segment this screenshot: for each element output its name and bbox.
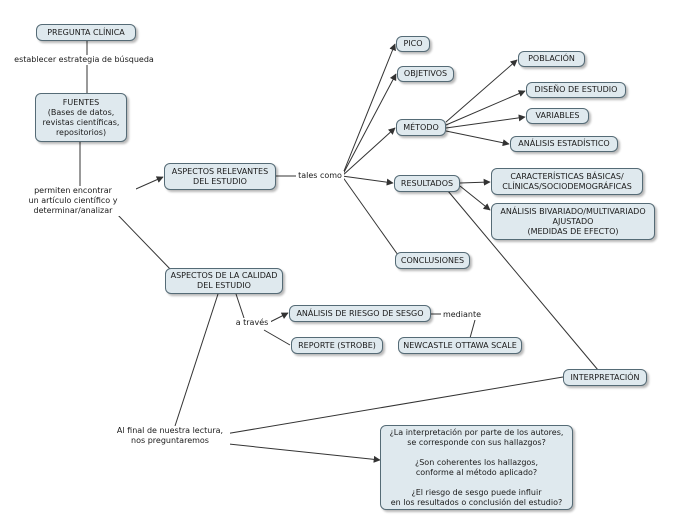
link-tales-conclusiones [341, 175, 399, 256]
node-aspectos-relevantes: ASPECTOS RELEVANTES DEL ESTUDIO [164, 163, 276, 190]
link-metodo-poblacion [445, 59, 518, 123]
link-resultados-interpretacion [447, 190, 599, 371]
link-resultados-caracteristicas [459, 178, 491, 186]
node-pico: PICO [396, 36, 430, 52]
link-tales-resultados [341, 175, 394, 186]
label-a-traves: a través [233, 318, 271, 328]
node-diseno-estudio: DISEÑO DE ESTUDIO [526, 82, 626, 98]
node-reporte-strobe: REPORTE (STROBE) [291, 337, 383, 354]
label-al-final: Al final de nuestra lectura, nos pregunt… [110, 426, 230, 446]
link-mediante-newcastle [469, 319, 476, 339]
node-analisis-estadistico: ANÁLISIS ESTADÍSTICO [510, 136, 618, 152]
link-metodo-diseno [445, 90, 526, 126]
link-alfinal-preguntas [199, 440, 381, 463]
node-poblacion: POBLACIÓN [518, 51, 585, 67]
link-resultados-bivariado [459, 185, 491, 211]
link-calidad-alfinal [174, 293, 219, 427]
label-permiten: permiten encontrar un artículo científic… [10, 186, 136, 216]
link-interpretacion-alfinal [224, 376, 564, 435]
node-analisis-bivariado: ANÁLISIS BIVARIADO/MULTIVARIADO AJUSTADO… [491, 203, 655, 240]
label-tales-como: tales como [296, 171, 344, 181]
link-metodo-analisis [445, 130, 510, 147]
node-metodo: MÉTODO [396, 119, 446, 136]
node-caracteristicas: CARACTERÍSTICAS BÁSICAS/ CLÍNICAS/SOCIOD… [491, 168, 643, 195]
node-conclusiones: CONCLUSIONES [395, 252, 470, 269]
node-variables: VARIABLES [526, 108, 589, 124]
node-interpretacion: INTERPRETACIÓN [563, 369, 647, 386]
link-atraves-reporte [263, 329, 291, 346]
node-aspectos-calidad: ASPECTOS DE LA CALIDAD DEL ESTUDIO [165, 268, 283, 294]
link-calidad-atraves [235, 293, 245, 319]
link-permiten-calidad [114, 211, 173, 272]
link-atraves-riesgo [267, 312, 289, 324]
node-objetivos: OBJETIVOS [397, 66, 454, 82]
node-analisis-riesgo-sesgo: ANÁLISIS DE RIESGO DE SESGO [289, 305, 431, 322]
link-tales-objetivos [341, 73, 397, 177]
link-tales-metodo [341, 127, 396, 177]
node-resultados: RESULTADOS [394, 175, 460, 192]
node-newcastle-ottawa: NEWCASTLE OTTAWA SCALE [398, 337, 522, 354]
node-fuentes: FUENTES (Bases de datos, revistas cientí… [35, 93, 127, 142]
node-pregunta-clinica: PREGUNTA CLÍNICA [36, 24, 136, 41]
node-preguntas-finales: ¿La interpretación por parte de los auto… [380, 425, 573, 510]
link-metodo-variables [445, 114, 526, 129]
label-estrategia: establecer estrategia de búsqueda [10, 55, 158, 65]
link-tales-pico [341, 43, 396, 177]
label-mediante: mediante [441, 310, 483, 320]
